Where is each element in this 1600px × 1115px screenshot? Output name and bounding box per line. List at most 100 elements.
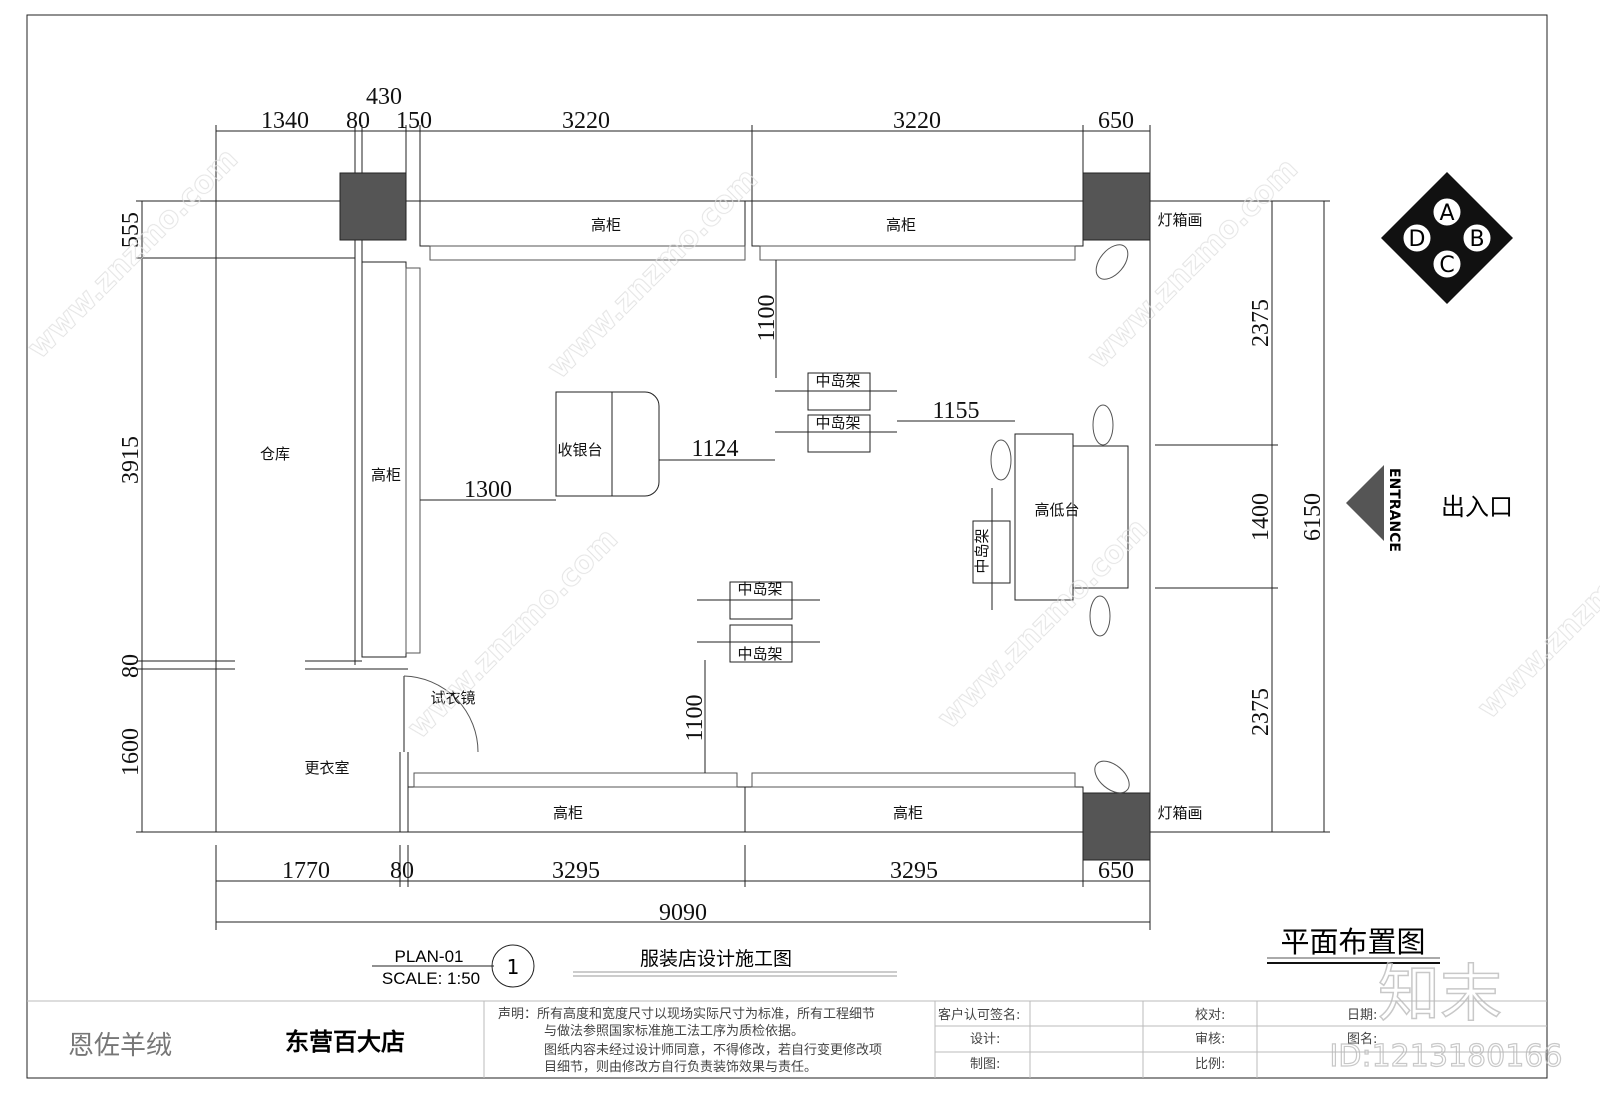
lightbox-top: 灯箱画 — [1157, 211, 1202, 229]
svg-text:审核:: 审核: — [1195, 1032, 1225, 1047]
svg-text:比例:: 比例: — [1195, 1057, 1225, 1072]
island-rack-1: 中岛架 — [775, 372, 897, 411]
svg-text:高柜: 高柜 — [371, 466, 401, 484]
store-name: 东营百大店 — [285, 1028, 405, 1056]
fitting-mirror-door: 试衣镜 — [403, 675, 479, 753]
island-rack-3: 中岛架 — [697, 580, 820, 620]
svg-text:C: C — [1439, 253, 1454, 278]
dim-left-80: 80 — [118, 654, 144, 678]
svg-text:高柜: 高柜 — [591, 216, 621, 234]
dim-top-650: 650 — [1098, 108, 1134, 134]
dim-right-2375a: 2375 — [1248, 299, 1274, 347]
sheet-title: 平面布置图 — [1280, 925, 1425, 959]
svg-text:客户认可签名:: 客户认可签名: — [938, 1007, 1020, 1023]
svg-text:声明：所有高度和宽度尺寸以现场实际尺寸为标准，所有工程细节: 声明：所有高度和宽度尺寸以现场实际尺寸为标准，所有工程细节 — [498, 1006, 875, 1022]
svg-text:ENTRANCE: ENTRANCE — [1386, 468, 1402, 552]
svg-text:中岛架: 中岛架 — [815, 372, 860, 390]
svg-text:与做法参照国家标准施工法工序为质检依据。: 与做法参照国家标准施工法工序为质检依据。 — [544, 1023, 804, 1039]
svg-text:D: D — [1409, 227, 1426, 252]
dim-left-3915: 3915 — [118, 436, 144, 484]
svg-text:校对:: 校对: — [1195, 1007, 1225, 1023]
dim-bottom-1770: 1770 — [282, 858, 330, 884]
svg-text:中岛架: 中岛架 — [737, 580, 782, 598]
warehouse-label: 仓库 — [260, 445, 290, 463]
right-dimensions: 2375 1400 2375 6150 — [1150, 200, 1330, 833]
column-top-right — [1082, 172, 1151, 241]
svg-text:灯箱画: 灯箱画 — [1157, 211, 1202, 229]
svg-text:高低台: 高低台 — [1034, 501, 1079, 519]
svg-text:设计:: 设计: — [970, 1032, 1000, 1047]
tall-cabinet-top-left: 高柜 — [419, 200, 746, 261]
title-block: 恩佐羊绒 东营百大店 声明：所有高度和宽度尺寸以现场实际尺寸为标准，所有工程细节… — [27, 1000, 1547, 1078]
svg-text:高柜: 高柜 — [553, 804, 583, 822]
column-bottom-right — [1082, 792, 1151, 861]
svg-text:www.znzmo.com: www.znzmo.com — [21, 142, 245, 366]
entrance-marker: ENTRANCE 出入口 — [1346, 465, 1513, 552]
watermark-logo: 知末 — [1378, 957, 1502, 1030]
top-dimensions: 1340 80 430 150 3220 3220 650 — [215, 84, 1151, 201]
svg-text:试衣镜: 试衣镜 — [430, 689, 475, 707]
svg-text:日期:: 日期: — [1347, 1008, 1377, 1023]
svg-text:1124: 1124 — [691, 436, 738, 462]
bottom-dimensions: 1770 80 3295 3295 650 9090 — [215, 845, 1151, 930]
column-top-left — [339, 172, 407, 241]
dim-top-150: 150 — [396, 108, 432, 134]
dim-right-6150: 6150 — [1300, 493, 1326, 541]
cashier-counter: 收银台 — [555, 391, 660, 497]
island-rack-2: 中岛架 — [775, 414, 897, 453]
island-rack-vertical: 中岛架 — [972, 488, 1011, 610]
entrance-label: 出入口 — [1441, 493, 1513, 521]
dim-bottom-80: 80 — [390, 858, 414, 884]
dim-top-3220b: 3220 — [893, 108, 941, 134]
tall-cabinet-top-right: 高柜 — [751, 200, 1084, 261]
svg-text:1: 1 — [507, 955, 520, 979]
brand-name: 恩佐羊绒 — [68, 1031, 172, 1061]
svg-text:www.znzmo.com: www.znzmo.com — [1471, 502, 1600, 726]
tall-cabinet-bottom-left: 高柜 — [407, 772, 746, 833]
dim-bottom-650: 650 — [1098, 858, 1134, 884]
svg-text:www.znzmo.com: www.znzmo.com — [401, 522, 625, 746]
tall-cabinet-bottom-right: 高柜 — [744, 772, 1084, 833]
island-rack-4: 中岛架 — [697, 624, 820, 663]
svg-text:1155: 1155 — [932, 398, 979, 424]
svg-text:A: A — [1439, 201, 1454, 226]
dim-right-1400: 1400 — [1248, 493, 1274, 541]
dim-bottom-3295b: 3295 — [890, 858, 938, 884]
svg-text:灯箱画: 灯箱画 — [1157, 804, 1202, 822]
tall-cabinet-left: 高柜 — [361, 261, 421, 658]
compass-icon: A B C D — [1381, 172, 1513, 304]
svg-text:制图:: 制图: — [970, 1057, 1000, 1072]
svg-text:目细节，则由修改方自行负责装饰效果与责任。: 目细节，则由修改方自行负责装饰效果与责任。 — [544, 1059, 817, 1075]
svg-text:www.znzmo.com: www.znzmo.com — [541, 162, 765, 386]
svg-text:1100: 1100 — [682, 694, 708, 741]
drawing-frame — [26, 14, 1548, 1079]
svg-text:收银台: 收银台 — [557, 441, 602, 459]
svg-text:高柜: 高柜 — [893, 804, 923, 822]
dim-left-555: 555 — [118, 212, 144, 248]
svg-text:高柜: 高柜 — [886, 216, 916, 234]
svg-text:图纸内容未经过设计师同意，不得修改，若自行变更修改项: 图纸内容未经过设计师同意，不得修改，若自行变更修改项 — [544, 1042, 882, 1058]
svg-text:B: B — [1469, 227, 1484, 252]
dim-top-430: 430 — [366, 84, 402, 110]
watermark-id: ID:1213180166 — [1330, 1039, 1563, 1074]
inner-dimensions: 1100 1155 1124 1300 1100 — [420, 260, 1015, 773]
svg-text:图名:: 图名: — [1347, 1031, 1377, 1047]
svg-text:SCALE: 1:50: SCALE: 1:50 — [382, 969, 480, 988]
plan-label: PLAN-01 SCALE: 1:50 1 服装店设计施工图 平面布置图 — [372, 925, 1440, 988]
dim-top-80: 80 — [346, 108, 370, 134]
svg-text:中岛架: 中岛架 — [737, 645, 782, 663]
dim-right-2375b: 2375 — [1248, 688, 1274, 736]
svg-text:1300: 1300 — [464, 477, 512, 503]
svg-text:1100: 1100 — [754, 294, 780, 341]
left-dimensions: 555 3915 80 1600 — [118, 200, 216, 833]
spotlights — [990, 244, 1130, 794]
high-low-display: 高低台 — [1014, 433, 1129, 601]
dim-total-9090: 9090 — [659, 900, 707, 926]
dim-bottom-3295a: 3295 — [552, 858, 600, 884]
svg-text:PLAN-01: PLAN-01 — [395, 947, 464, 966]
svg-text:www.znzmo.com: www.znzmo.com — [931, 512, 1155, 736]
lightbox-bottom: 灯箱画 — [1157, 804, 1202, 822]
svg-text:中岛架: 中岛架 — [973, 528, 991, 573]
dim-top-1340: 1340 — [261, 108, 309, 134]
